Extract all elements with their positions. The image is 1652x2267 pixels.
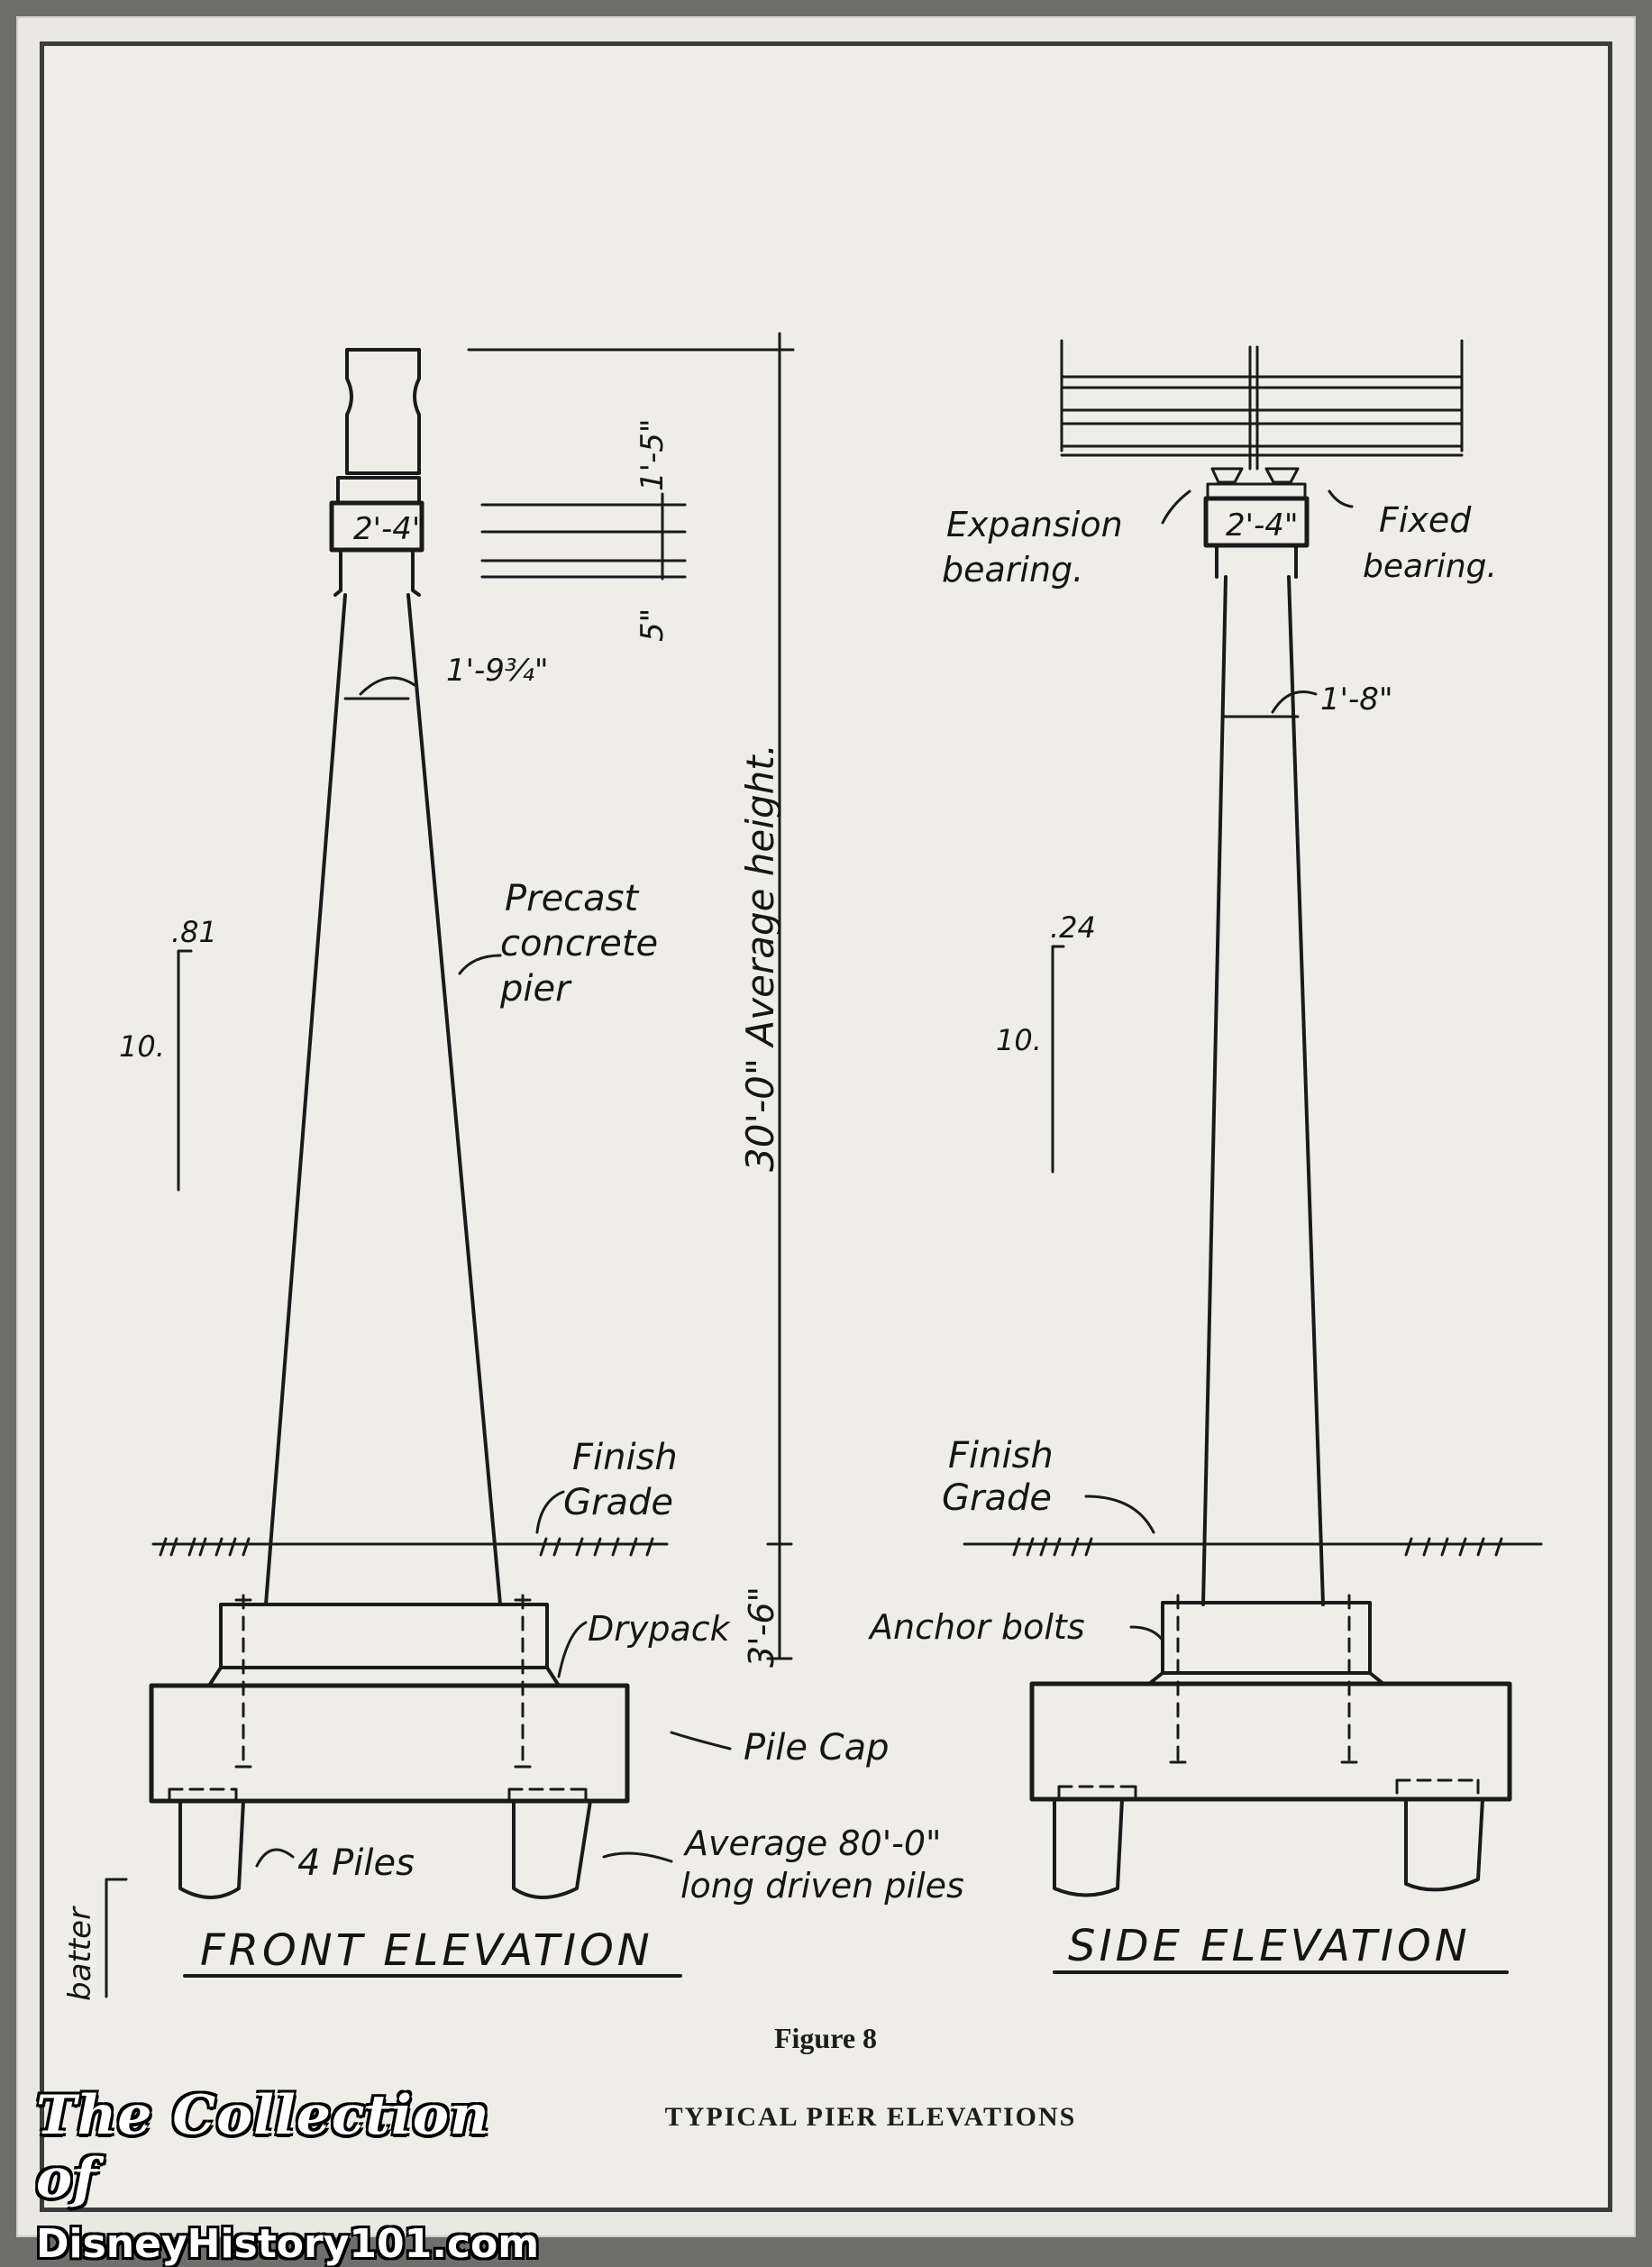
front-elevation-title: FRONT ELEVATION	[200, 1925, 653, 1976]
piles-leader	[255, 1848, 295, 1868]
front-pile-tops	[168, 1787, 588, 1805]
front-pile-cap	[149, 1683, 630, 1804]
front-pier-cap	[329, 500, 424, 553]
front-dim-gap: 5"	[634, 608, 671, 642]
figure-caption: TYPICAL PIER ELEVATIONS	[665, 2102, 1077, 2132]
front-dim-top-width: 2'-4"	[353, 511, 426, 547]
side-girders	[1060, 339, 1464, 457]
front-batter-side: 10.	[119, 1029, 165, 1064]
figure-number: Figure 8	[774, 2022, 877, 2054]
side-batter-side: 10.	[996, 1023, 1042, 1057]
watermark-line2: DisneyHistory101.com	[36, 2221, 540, 2267]
front-dim-neck-width: 1'-9¾"	[446, 653, 548, 689]
side-girder-joint	[1248, 345, 1259, 471]
front-neck-dim-line	[343, 676, 416, 700]
side-batter-top: .24	[1050, 910, 1096, 945]
anchor-leader	[1129, 1625, 1164, 1642]
grade-leader	[535, 1490, 565, 1534]
piles-label: 4 Piles	[297, 1842, 415, 1884]
front-height-dim	[467, 332, 795, 1660]
front-grade-label-line1: Finish	[572, 1437, 678, 1478]
pier-label-line1: Precast	[505, 878, 640, 919]
batter-word: batter	[62, 1906, 98, 2001]
front-anchor-bolts	[242, 1594, 525, 1769]
side-bearings	[1210, 467, 1300, 484]
front-drypack-edge	[207, 1666, 561, 1687]
side-pier-shaft	[1201, 575, 1325, 1606]
watermark-line1: The Collection of	[36, 2084, 490, 2210]
front-grade-hatch	[159, 1537, 654, 1557]
side-dim-neck-width: 1'-8"	[1320, 681, 1393, 718]
side-elevation-title: SIDE ELEVATION	[1068, 1921, 1471, 1971]
pile-cap-label: Pile Cap	[744, 1727, 890, 1769]
side-pier-cap	[1203, 496, 1310, 548]
anchor-bolts-label: Anchor bolts	[867, 1607, 1085, 1647]
batter-word-bracket	[105, 1878, 128, 1998]
fixed-label-line1: Fixed	[1379, 500, 1472, 540]
front-pier-base	[219, 1603, 549, 1669]
expansion-label-line2: bearing.	[942, 550, 1083, 590]
pier-label-line2: concrete	[500, 923, 658, 964]
side-pier-neck	[1215, 544, 1298, 579]
front-piles	[178, 1799, 592, 1899]
fixed-label-line2: bearing.	[1363, 548, 1497, 585]
drypack-leader	[557, 1621, 588, 1678]
front-batter-top: .81	[171, 915, 217, 949]
front-cap-dim-lines	[480, 492, 687, 580]
expansion-label-line1: Expansion	[946, 505, 1123, 544]
side-elevation-drawing	[963, 339, 1543, 1974]
drypack-label: Drypack	[588, 1609, 732, 1649]
pile-cap-leader	[670, 1731, 732, 1751]
side-dim-top-width: 2'-4"	[1226, 507, 1299, 544]
driven-piles-label-line2: long driven piles	[680, 1866, 964, 1906]
side-batter-symbol	[1051, 945, 1065, 1174]
watermark: The Collection of DisneyHistory101.com	[36, 2084, 540, 2267]
side-grade-label-line1: Finish	[948, 1435, 1054, 1476]
front-pier-shaft	[264, 593, 502, 1606]
side-piles	[1053, 1797, 1484, 1897]
front-batter-symbol	[177, 949, 193, 1192]
front-dim-footing-height: 3'-6"	[742, 1586, 781, 1668]
side-grade-label-line2: Grade	[942, 1477, 1052, 1519]
side-pile-cap	[1029, 1681, 1512, 1802]
front-girder-stub	[345, 348, 421, 475]
driven-piles-label-line1: Average 80'-0"	[682, 1824, 942, 1863]
front-bearing-block	[336, 476, 421, 505]
driven-piles-leader	[602, 1851, 673, 1863]
side-grade-leader	[1084, 1495, 1155, 1534]
front-grade-label-line2: Grade	[563, 1482, 673, 1523]
front-dim-cap-height: 1'-5"	[634, 418, 671, 491]
front-pier-neck	[333, 548, 421, 597]
front-bolt-ends	[234, 1598, 532, 1769]
front-elevation-drawing	[105, 332, 795, 1998]
side-pile-tops	[1057, 1778, 1480, 1801]
side-grade-hatch	[1012, 1537, 1503, 1557]
side-anchor-bolts	[1176, 1594, 1351, 1764]
front-dim-overall-height: 30'-0" Average height.	[738, 744, 782, 1172]
pier-leader	[458, 954, 502, 975]
pier-label-line3: pier	[499, 968, 572, 1010]
bearing-leaders	[1161, 489, 1354, 525]
side-pier-base	[1161, 1601, 1372, 1675]
side-neck-dim-line	[1222, 690, 1318, 718]
